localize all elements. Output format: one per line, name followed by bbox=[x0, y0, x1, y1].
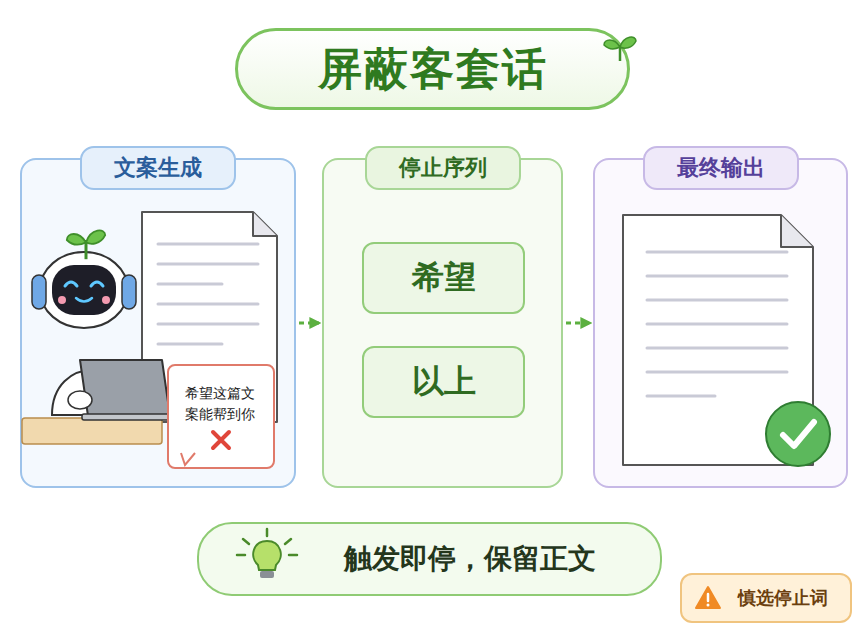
right-illustration bbox=[595, 160, 850, 490]
stop-word-box: 希望 bbox=[362, 242, 525, 314]
warning-icon bbox=[696, 587, 720, 608]
node-text: 触发即停，保留正文 bbox=[344, 540, 596, 578]
panel-heading: 文案生成 bbox=[114, 153, 202, 183]
callout-box: 希望这篇文案能帮到你 bbox=[167, 364, 275, 469]
warning-tag: 慎选停止词 bbox=[680, 573, 852, 623]
flow-arrow bbox=[566, 322, 590, 325]
panel-heading: 最终输出 bbox=[677, 153, 765, 183]
flow-arrow bbox=[299, 322, 319, 325]
node-text: 慎选停止词 bbox=[738, 586, 828, 610]
output-panel: 最终输出 bbox=[593, 158, 848, 488]
summary-pill: 触发即停，保留正文 bbox=[197, 522, 662, 596]
stop-word-box: 以上 bbox=[362, 346, 525, 418]
generation-panel: 希望这篇文案能帮到你文案生成 bbox=[20, 158, 296, 488]
sprout bbox=[604, 37, 636, 61]
robot bbox=[22, 230, 176, 444]
sprout bbox=[67, 230, 105, 259]
panel-header-tag: 文案生成 bbox=[80, 146, 236, 190]
bulb-icon bbox=[237, 529, 297, 578]
document bbox=[142, 212, 277, 422]
panel-heading: 停止序列 bbox=[399, 153, 487, 183]
callout-tail bbox=[179, 453, 199, 467]
panel-header-tag: 停止序列 bbox=[365, 146, 521, 190]
output-document bbox=[623, 215, 813, 465]
title-text: 屏蔽客套话 bbox=[318, 40, 548, 99]
stop-sequence-panel: 希望以上停止序列 bbox=[322, 158, 563, 488]
reject-mark bbox=[210, 429, 232, 451]
title-pill: 屏蔽客套话 bbox=[235, 28, 630, 110]
node-text: 希望 bbox=[412, 256, 476, 300]
panel-header-tag: 最终输出 bbox=[643, 146, 799, 190]
check-mark bbox=[766, 402, 830, 466]
node-text: 希望这篇文案能帮到你 bbox=[185, 383, 257, 425]
node-text: 以上 bbox=[412, 360, 476, 404]
